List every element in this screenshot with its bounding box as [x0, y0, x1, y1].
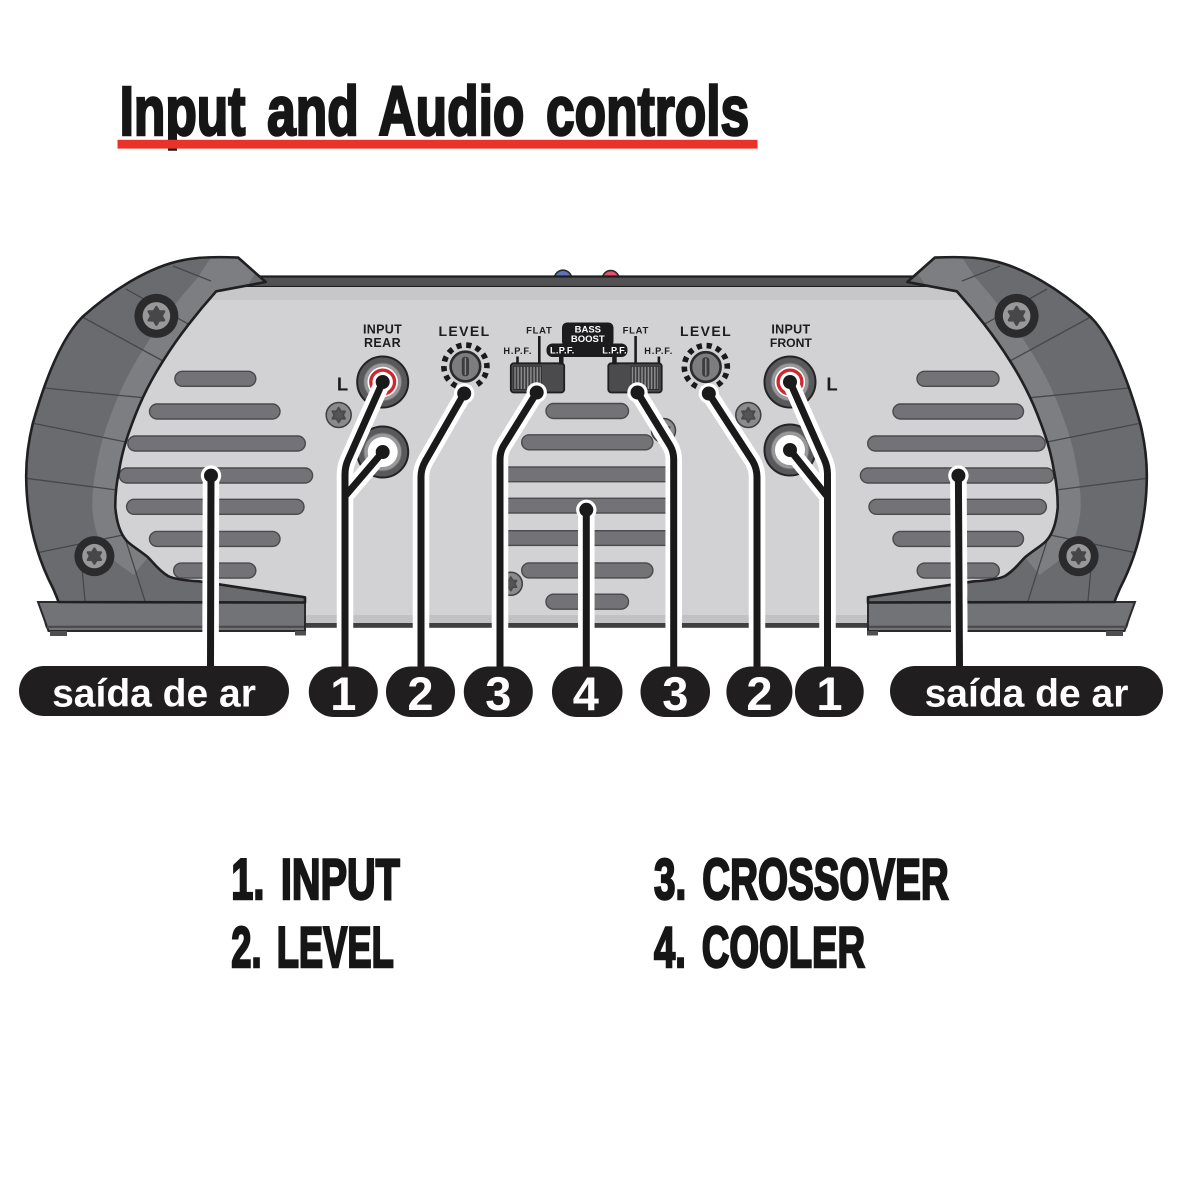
- svg-text:FLAT: FLAT: [623, 325, 649, 336]
- svg-text:L: L: [337, 374, 348, 395]
- svg-text:L.P.F.: L.P.F.: [602, 346, 627, 356]
- svg-text:1: 1: [816, 667, 842, 720]
- svg-text:FLAT: FLAT: [526, 325, 552, 336]
- svg-text:INPUT: INPUT: [363, 323, 402, 337]
- svg-text:3: 3: [662, 667, 688, 720]
- svg-text:L.P.F.: L.P.F.: [550, 346, 575, 356]
- svg-text:4: 4: [573, 667, 599, 720]
- svg-text:1. INPUT: 1. INPUT: [231, 848, 400, 912]
- svg-text:Input and Audio controls: Input and Audio controls: [120, 72, 750, 149]
- svg-text:saída de ar: saída de ar: [925, 673, 1129, 716]
- svg-text:LEVEL: LEVEL: [438, 323, 490, 339]
- svg-text:4. COOLER: 4. COOLER: [654, 916, 865, 980]
- svg-text:H.P.F.: H.P.F.: [644, 346, 673, 356]
- svg-text:H.P.F.: H.P.F.: [503, 346, 532, 356]
- svg-text:1: 1: [330, 667, 356, 720]
- svg-text:REAR: REAR: [364, 336, 401, 350]
- svg-text:saída de ar: saída de ar: [52, 673, 256, 716]
- svg-text:2: 2: [746, 667, 772, 720]
- svg-text:2. LEVEL: 2. LEVEL: [231, 916, 394, 981]
- svg-text:LEVEL: LEVEL: [680, 323, 732, 339]
- svg-text:BASS: BASS: [575, 325, 601, 336]
- svg-text:3. CROSSOVER: 3. CROSSOVER: [654, 849, 949, 912]
- svg-text:INPUT: INPUT: [771, 323, 810, 337]
- svg-text:2: 2: [407, 667, 433, 720]
- svg-text:BOOST: BOOST: [571, 334, 605, 345]
- svg-text:L: L: [826, 374, 837, 395]
- svg-text:3: 3: [485, 667, 511, 720]
- svg-text:FRONT: FRONT: [770, 336, 813, 350]
